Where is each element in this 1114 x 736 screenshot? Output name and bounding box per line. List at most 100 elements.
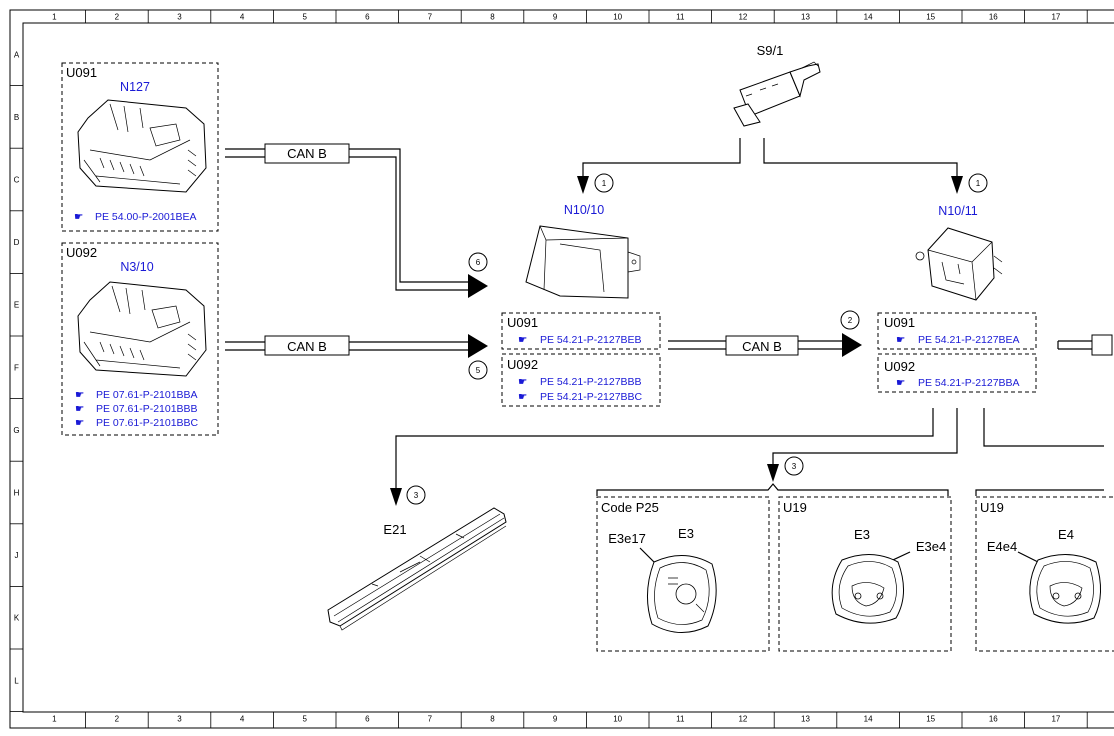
row-label-K: K <box>14 614 20 623</box>
n3-10-ref-2[interactable]: ☛ PE 07.61-P-2101BBB <box>75 403 198 415</box>
column-label-13-bottom: 13 <box>801 715 810 724</box>
n10-11-outputs <box>390 408 1104 506</box>
can-line-top: CAN B <box>225 143 488 298</box>
callout-1a: 1 <box>594 173 614 193</box>
can-line-right: CAN B <box>668 333 862 357</box>
callout-5: 5 <box>468 360 488 380</box>
n10-10-u092-ref-1[interactable]: ☛ PE 54.21-P-2127BBB <box>518 376 642 388</box>
drawing-frame <box>9 9 1114 729</box>
can-label-top: CAN B <box>287 146 327 161</box>
column-label-11-top: 11 <box>676 13 685 22</box>
n3-10-ref-1-text[interactable]: PE 07.61-P-2101BBA <box>96 389 198 401</box>
pointer-icon: ☛ <box>74 211 83 223</box>
n10-10-u092-ref-2[interactable]: ☛ PE 54.21-P-2127BBC <box>518 391 643 403</box>
arrow-head <box>468 274 488 298</box>
can-label-mid: CAN B <box>287 339 327 354</box>
column-label-6-top: 6 <box>365 13 370 22</box>
column-label-10-top: 10 <box>613 13 622 22</box>
row-label-G: G <box>13 426 19 435</box>
n10-10-u092-ref-2-text[interactable]: PE 54.21-P-2127BBC <box>540 391 643 403</box>
u19-e3-title: U19 <box>783 500 807 515</box>
column-label-1-top: 1 <box>52 13 57 22</box>
pointer-icon: ☛ <box>518 391 527 403</box>
callout-3b: 3 <box>784 456 804 476</box>
svg-text:3: 3 <box>792 462 797 471</box>
u19-e3-box <box>778 496 952 652</box>
column-label-8-bottom: 8 <box>490 715 495 724</box>
interior-light-e4-image <box>1029 554 1101 624</box>
variant-bracket <box>596 483 1104 496</box>
n10-10-u091-variant: U091 <box>507 315 538 330</box>
n10-10-u092-ref-1-text[interactable]: PE 54.21-P-2127BBB <box>540 376 642 388</box>
n127-ref-1-text[interactable]: PE 54.00-P-2001BEA <box>95 211 197 223</box>
u19-e4-group: U19 E4e4 E4 <box>975 496 1114 652</box>
code-p25-switch: E3e17 <box>608 531 646 546</box>
column-label-16-bottom: 16 <box>989 715 998 724</box>
e21-group: E21 <box>327 507 507 631</box>
row-label-A: A <box>14 50 20 59</box>
pointer-icon: ☛ <box>75 417 84 429</box>
n10-10-u091-ref-1[interactable]: ☛ PE 54.21-P-2127BEB <box>518 334 642 346</box>
column-ruler: 1122334455667788991010111112121313141415… <box>52 10 1088 728</box>
e21-name: E21 <box>383 522 406 537</box>
callout-6: 6 <box>468 252 488 272</box>
n127-name: N127 <box>120 80 150 94</box>
column-label-15-top: 15 <box>926 13 935 22</box>
column-label-3-bottom: 3 <box>177 715 182 724</box>
code-p25-group: Code P25 E3 E3e17 <box>596 496 770 652</box>
arrow-head <box>468 334 488 358</box>
n127-group: U091 N127 ☛ PE 54.00-P-2001BEA <box>61 62 219 232</box>
u19-e4-box <box>975 496 1114 652</box>
column-label-13-top: 13 <box>801 13 810 22</box>
column-label-7-top: 7 <box>428 13 433 22</box>
column-label-5-top: 5 <box>302 13 307 22</box>
callout-3a: 3 <box>406 485 426 505</box>
n10-11-u091-ref-1[interactable]: ☛ PE 54.21-P-2127BEA <box>896 334 1020 346</box>
column-label-9-bottom: 9 <box>553 715 558 724</box>
row-label-D: D <box>14 238 20 247</box>
u19-e4-switch: E4e4 <box>987 539 1017 554</box>
svg-text:3: 3 <box>414 491 419 500</box>
n10-11-u092-box <box>877 353 1037 393</box>
pointer-icon: ☛ <box>896 334 905 346</box>
pointer-icon: ☛ <box>75 403 84 415</box>
row-label-J: J <box>15 551 19 560</box>
column-label-5-bottom: 5 <box>302 715 307 724</box>
pointer-icon: ☛ <box>75 389 84 401</box>
continuation-right <box>1057 334 1113 356</box>
column-label-10-bottom: 10 <box>613 715 622 724</box>
n127-ref-1[interactable]: ☛ PE 54.00-P-2001BEA <box>74 211 197 223</box>
n10-11-u092-ref-1[interactable]: ☛ PE 54.21-P-2127BBA <box>896 377 1020 389</box>
column-label-7-bottom: 7 <box>428 715 433 724</box>
n3-10-name: N3/10 <box>120 260 153 274</box>
u19-e4-title: U19 <box>980 500 1004 515</box>
can-label-right: CAN B <box>742 339 782 354</box>
column-label-9-top: 9 <box>553 13 558 22</box>
n10-10-u091-ref-1-text[interactable]: PE 54.21-P-2127BEB <box>540 334 642 346</box>
n3-10-group: U092 N3/10 ☛ PE 07.61-P-2101BBA ☛ PE 07.… <box>61 242 219 436</box>
column-label-14-bottom: 14 <box>864 715 873 724</box>
lamp-e21-image <box>327 507 507 631</box>
column-label-17-bottom: 17 <box>1051 715 1060 724</box>
n3-10-variant: U092 <box>66 245 97 260</box>
n3-10-ref-3[interactable]: ☛ PE 07.61-P-2101BBC <box>75 417 199 429</box>
pointer-icon: ☛ <box>518 376 527 388</box>
control-unit-n10-11-image <box>915 227 1003 301</box>
n3-10-ref-1[interactable]: ☛ PE 07.61-P-2101BBA <box>75 389 198 401</box>
n10-10-name: N10/10 <box>564 203 604 217</box>
n10-11-u092-ref-1-text[interactable]: PE 54.21-P-2127BBA <box>918 377 1020 389</box>
row-label-B: B <box>14 113 19 122</box>
u19-e3-panel: E3 <box>854 527 870 542</box>
control-unit-n10-10-image <box>525 225 641 299</box>
row-label-E: E <box>14 301 19 310</box>
row-label-C: C <box>14 176 20 185</box>
column-label-3-top: 3 <box>177 13 182 22</box>
svg-text:1: 1 <box>976 179 981 188</box>
code-p25-panel: E3 <box>678 526 694 541</box>
s9-1-group: S9/1 <box>733 43 821 127</box>
n10-11-name: N10/11 <box>938 204 977 218</box>
n3-10-ref-3-text[interactable]: PE 07.61-P-2101BBC <box>96 417 199 429</box>
n10-11-u091-ref-1-text[interactable]: PE 54.21-P-2127BEA <box>918 334 1020 346</box>
n3-10-ref-2-text[interactable]: PE 07.61-P-2101BBB <box>96 403 198 415</box>
